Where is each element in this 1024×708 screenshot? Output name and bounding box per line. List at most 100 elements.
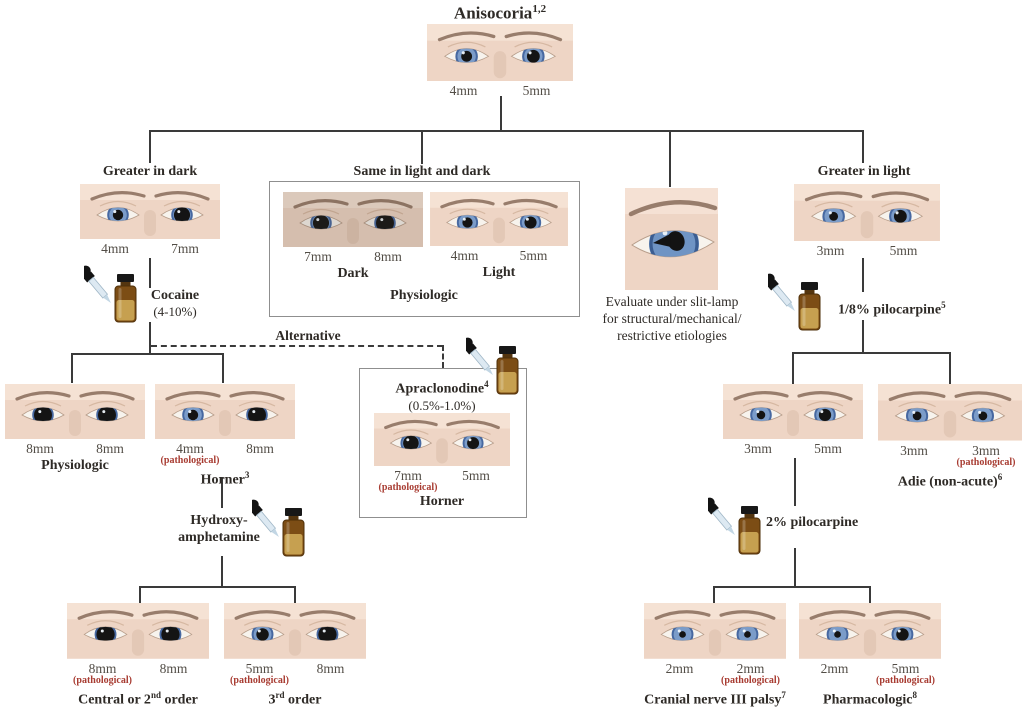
diagnosis-caption: Cranial nerve III palsy7 xyxy=(644,689,786,708)
pathological-label: (pathological) xyxy=(73,674,132,686)
pupil-size-left: 3mm xyxy=(744,441,772,456)
eye-pair-image xyxy=(799,603,941,659)
slit-lamp-eye-image xyxy=(625,188,718,290)
pupil-size-left: 4mm xyxy=(101,241,129,256)
drug-name: Cocaine xyxy=(150,288,200,303)
hydroxyamphetamine-dropper-bottle-icon xyxy=(252,492,310,560)
apraclonodine-dropper-bottle-icon xyxy=(466,330,524,398)
eye-pair-image xyxy=(283,192,423,247)
pilocarpine18-label: 1/8% pilocarpine5 xyxy=(838,297,1024,319)
diagnosis-caption: Physiologic xyxy=(41,458,109,473)
eyes-third-order: 5mm 8mm (pathological) 3rd order xyxy=(224,603,366,708)
drug-dose: (4-10%) xyxy=(153,304,197,319)
cocaine-label: Cocaine (4-10%) xyxy=(133,287,217,320)
drug-dose: (0.5%-1.0%) xyxy=(408,397,476,413)
connector xyxy=(71,353,73,383)
connector xyxy=(421,130,423,164)
pupil-size-right: 8mm xyxy=(96,441,124,456)
connector xyxy=(139,586,296,588)
connector xyxy=(792,352,794,384)
reference-superscript: 5 xyxy=(941,300,946,310)
eyes-dark-condition: 7mm 8mm Dark xyxy=(283,192,423,282)
eye-pair-image xyxy=(878,384,1022,441)
diagnosis-caption: Horner xyxy=(419,494,465,510)
connector xyxy=(221,556,223,587)
eye-pair-image xyxy=(5,384,145,439)
eyes-physiologic-result: 8mm 8mm Physiologic xyxy=(5,384,145,474)
connector xyxy=(869,586,871,604)
pilocarpine2-dropper-bottle-icon xyxy=(708,490,766,558)
pupil-size-right: 8mm xyxy=(159,660,188,676)
pupil-size-right: 5mm xyxy=(891,660,920,676)
title-text: Anisocoria xyxy=(453,3,533,23)
pilocarpine18-dropper-bottle-icon xyxy=(768,266,826,334)
eyes-pilocarpine-constricts: 3mm 5mm xyxy=(723,384,863,457)
physiologic-box-caption: Physiologic xyxy=(390,288,458,303)
diagnosis-caption: Pharmacologic8 xyxy=(823,689,917,708)
eyes-greater-in-dark: 4mm 7mm xyxy=(80,184,220,257)
pathological-label: (pathological) xyxy=(721,674,780,686)
pathological-label: (pathological) xyxy=(230,674,289,686)
reference-superscript: 6 xyxy=(997,471,1003,482)
eye-pair-image xyxy=(723,384,863,439)
pupil-size-right: 8mm xyxy=(374,249,402,264)
connector xyxy=(149,130,864,132)
pupil-size-right: 8mm xyxy=(316,660,345,676)
diagnosis-caption: Central or 2nd order xyxy=(78,689,198,708)
eye-pair-image xyxy=(794,184,940,242)
pupil-size-left: 3mm xyxy=(816,243,845,259)
connector xyxy=(949,352,951,384)
title-superscript: 1,2 xyxy=(532,3,547,15)
pathological-label: (pathological) xyxy=(378,482,438,494)
pilocarpine2-label: 2% pilocarpine xyxy=(766,514,916,531)
eye-pair-image xyxy=(430,192,568,247)
pupil-size-left: 3mm xyxy=(900,442,928,458)
pathological-label: (pathological) xyxy=(956,456,1016,468)
pupil-size-right: 3mm xyxy=(972,442,1000,458)
connector xyxy=(149,258,151,288)
alternative-dashed-connector xyxy=(442,345,444,368)
branch-label-greater-in-dark: Greater in dark xyxy=(102,164,198,179)
pupil-size-left: 4mm xyxy=(176,441,204,456)
apraclonodine-box xyxy=(359,368,527,518)
pupil-size-right: 5mm xyxy=(814,441,842,456)
reference-superscript: 3 xyxy=(244,470,250,480)
eyes-root: 4mm 5mm xyxy=(427,24,573,99)
pupil-size-right: 8mm xyxy=(246,441,274,456)
connector xyxy=(794,458,796,506)
diagnosis-caption: 3rd order xyxy=(268,689,322,708)
eyes-central-second-order: 8mm 8mm (pathological) Central or 2nd or… xyxy=(67,603,209,708)
drug-name-line2: amphetamine xyxy=(178,530,260,545)
pupil-size-left: 2mm xyxy=(665,660,694,676)
eyes-greater-in-light: 3mm 5mm xyxy=(794,184,940,259)
eye-pair-image xyxy=(644,603,786,659)
pupil-size-left: 8mm xyxy=(88,660,117,676)
drug-name: Apraclonodine4 xyxy=(395,379,489,397)
connector xyxy=(149,130,151,163)
cocaine-dropper-bottle-icon xyxy=(84,258,142,326)
branch-label-same-in-light-and-dark: Same in light and dark xyxy=(353,164,491,179)
diagnosis-caption: Horner3 xyxy=(200,470,250,488)
diagnosis-caption: Adie (non-acute)6 xyxy=(897,471,1003,490)
slit-line-2: for structural/mechanical/ xyxy=(602,311,742,326)
connector xyxy=(149,322,151,354)
connector xyxy=(500,96,502,130)
pupil-size-right: 5mm xyxy=(462,468,490,484)
eyes-apraclonodine-horner: 7mm 5mm (pathological) Horner xyxy=(374,413,510,510)
alternative-label: Alternative xyxy=(275,328,341,343)
pupil-size-right: 7mm xyxy=(171,241,199,256)
pupil-size-right: 5mm xyxy=(519,248,548,264)
pupil-size-left: 7mm xyxy=(394,468,422,484)
pupil-size-right: 2mm xyxy=(736,660,765,676)
eyes-horner-result: 4mm 8mm (pathological) Horner3 xyxy=(155,384,295,489)
page-title: Anisocoria1,2 xyxy=(397,3,603,24)
slit-line-1: Evaluate under slit-lamp xyxy=(605,294,739,309)
eye-pair-image xyxy=(67,603,209,659)
branch-label-greater-in-light: Greater in light xyxy=(817,164,911,179)
eye-pair-image xyxy=(224,603,366,659)
connector xyxy=(862,258,864,292)
pupil-size-left: 4mm xyxy=(450,248,479,264)
eyes-light-condition: 4mm 5mm Light xyxy=(430,192,568,281)
reference-superscript: 7 xyxy=(781,689,786,700)
